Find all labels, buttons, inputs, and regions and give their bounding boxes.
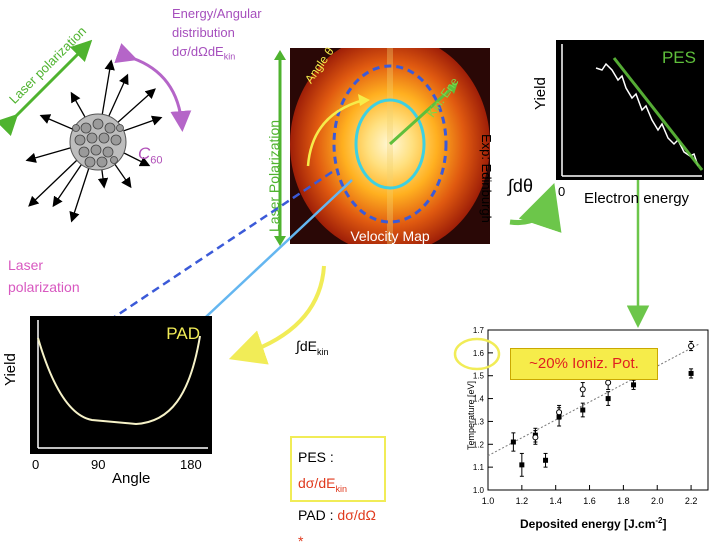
c60-molecule-icon <box>69 113 127 171</box>
c60-sub: 60 <box>150 154 163 167</box>
data-point-filled <box>605 396 611 402</box>
yellow-integral-arrow <box>228 265 326 365</box>
pad-tick-180: 180 <box>180 457 202 472</box>
legend-pad-label: PAD : <box>298 506 338 523</box>
energy-angular-formula: dσ/dΩdEkin <box>172 42 262 67</box>
data-point-open <box>605 379 612 386</box>
energy-angular-formula-text: dσ/dΩdE <box>172 44 224 59</box>
data-point-filled <box>580 407 586 413</box>
legend-pes-sub: kin <box>335 483 347 494</box>
pes-ylabel: Yield <box>532 77 549 110</box>
pes-panel: PES <box>556 40 704 180</box>
energy-angular-line1: Energy/Angular <box>172 6 262 21</box>
data-point-filled <box>519 462 525 468</box>
data-point-open <box>688 343 695 349</box>
pes-title: PES <box>661 48 696 67</box>
velocity-map-label: Velocity Map <box>350 228 430 244</box>
data-point-open <box>532 434 539 441</box>
c60-letter: C <box>138 144 151 163</box>
data-point-filled <box>688 370 694 376</box>
legend-pad-row: PAD : dσ/dΩ * <box>298 502 378 554</box>
pad-title: PAD <box>166 324 200 343</box>
pad-tick-90: 90 <box>91 457 106 472</box>
y-tick-label: 1.5 <box>473 372 485 381</box>
pad-xlabel: Angle <box>112 470 151 487</box>
energy-angular-label: Energy/Angular distribution dσ/dΩdEkin <box>172 4 262 67</box>
laser-polarization-arrow <box>0 39 93 137</box>
data-point-filled <box>631 382 637 388</box>
x-tick-label: 2.2 <box>685 496 698 506</box>
pes-origin: 0 <box>558 184 566 199</box>
laser-polarization-left-line2: polarization <box>8 279 80 295</box>
green-integral-arrow <box>509 183 562 233</box>
legend-box: PES : dσ/dEkin PAD : dσ/dΩ * <box>290 436 386 549</box>
x-tick-label: 1.4 <box>549 496 562 506</box>
y-tick-label: 1.3 <box>473 417 485 426</box>
y-tick-label: 1.4 <box>473 395 485 404</box>
x-tick-label: 1.0 <box>482 496 495 506</box>
laser-polarization-vertical-arrow <box>274 50 286 246</box>
highlight-ellipse <box>453 337 501 371</box>
laser-polarization-left-label: Laser polarization <box>8 254 80 298</box>
pad-tick-0: 0 <box>32 457 40 472</box>
integral-dekin-text: ∫dE <box>296 338 317 354</box>
chart-ylabel: Temperature [eV] <box>466 380 476 450</box>
c60-label: C60 <box>138 144 163 166</box>
chart-xlabel: Deposited energy [J.cm-2] <box>520 516 667 531</box>
outer-dashed-ring <box>332 64 448 224</box>
legend-pes-formula: dσ/dE <box>298 475 336 491</box>
legend-pes-row: PES : dσ/dEkin <box>298 444 378 502</box>
chart-xlabel-end: ] <box>662 517 667 531</box>
x-tick-label: 1.6 <box>583 496 596 506</box>
velocity-map-image <box>290 48 490 244</box>
pes-xlabel: Electron energy <box>584 190 690 207</box>
legend-pes-label: PES : <box>298 449 334 465</box>
integral-dekin: ∫dEkin <box>296 338 328 357</box>
y-tick-label: 1.7 <box>473 326 485 335</box>
data-point-open <box>556 409 563 416</box>
energy-angular-formula-sub: kin <box>223 51 236 62</box>
data-point-filled <box>543 457 549 463</box>
pad-ylabel: Yield <box>2 353 19 386</box>
y-tick-label: 1.6 <box>473 349 485 358</box>
chart-xlabel-text: Deposited energy [J.cm <box>520 517 656 531</box>
x-tick-label: 1.8 <box>617 496 630 506</box>
integral-dekin-sub: kin <box>316 346 329 357</box>
y-tick-label: 1.1 <box>473 463 485 472</box>
c60-diagram <box>0 39 192 223</box>
distribution-curved-arrow <box>114 43 192 132</box>
energy-angular-line2: distribution <box>172 25 235 40</box>
data-point-filled <box>510 439 516 445</box>
inner-ring <box>354 98 426 190</box>
x-tick-label: 1.2 <box>516 496 529 506</box>
chart-xlabel-sup: -2 <box>655 516 663 525</box>
x-tick-label: 2.0 <box>651 496 664 506</box>
laser-polarization-left-line1: Laser <box>8 257 44 273</box>
ionization-callout: ~20% Ioniz. Pot. <box>510 348 658 380</box>
y-tick-label: 1.2 <box>473 440 485 449</box>
data-point-open <box>579 386 586 393</box>
pad-panel: PAD <box>30 316 212 454</box>
y-tick-label: 1.0 <box>473 486 485 495</box>
integral-dtheta: ∫dθ <box>508 176 533 196</box>
